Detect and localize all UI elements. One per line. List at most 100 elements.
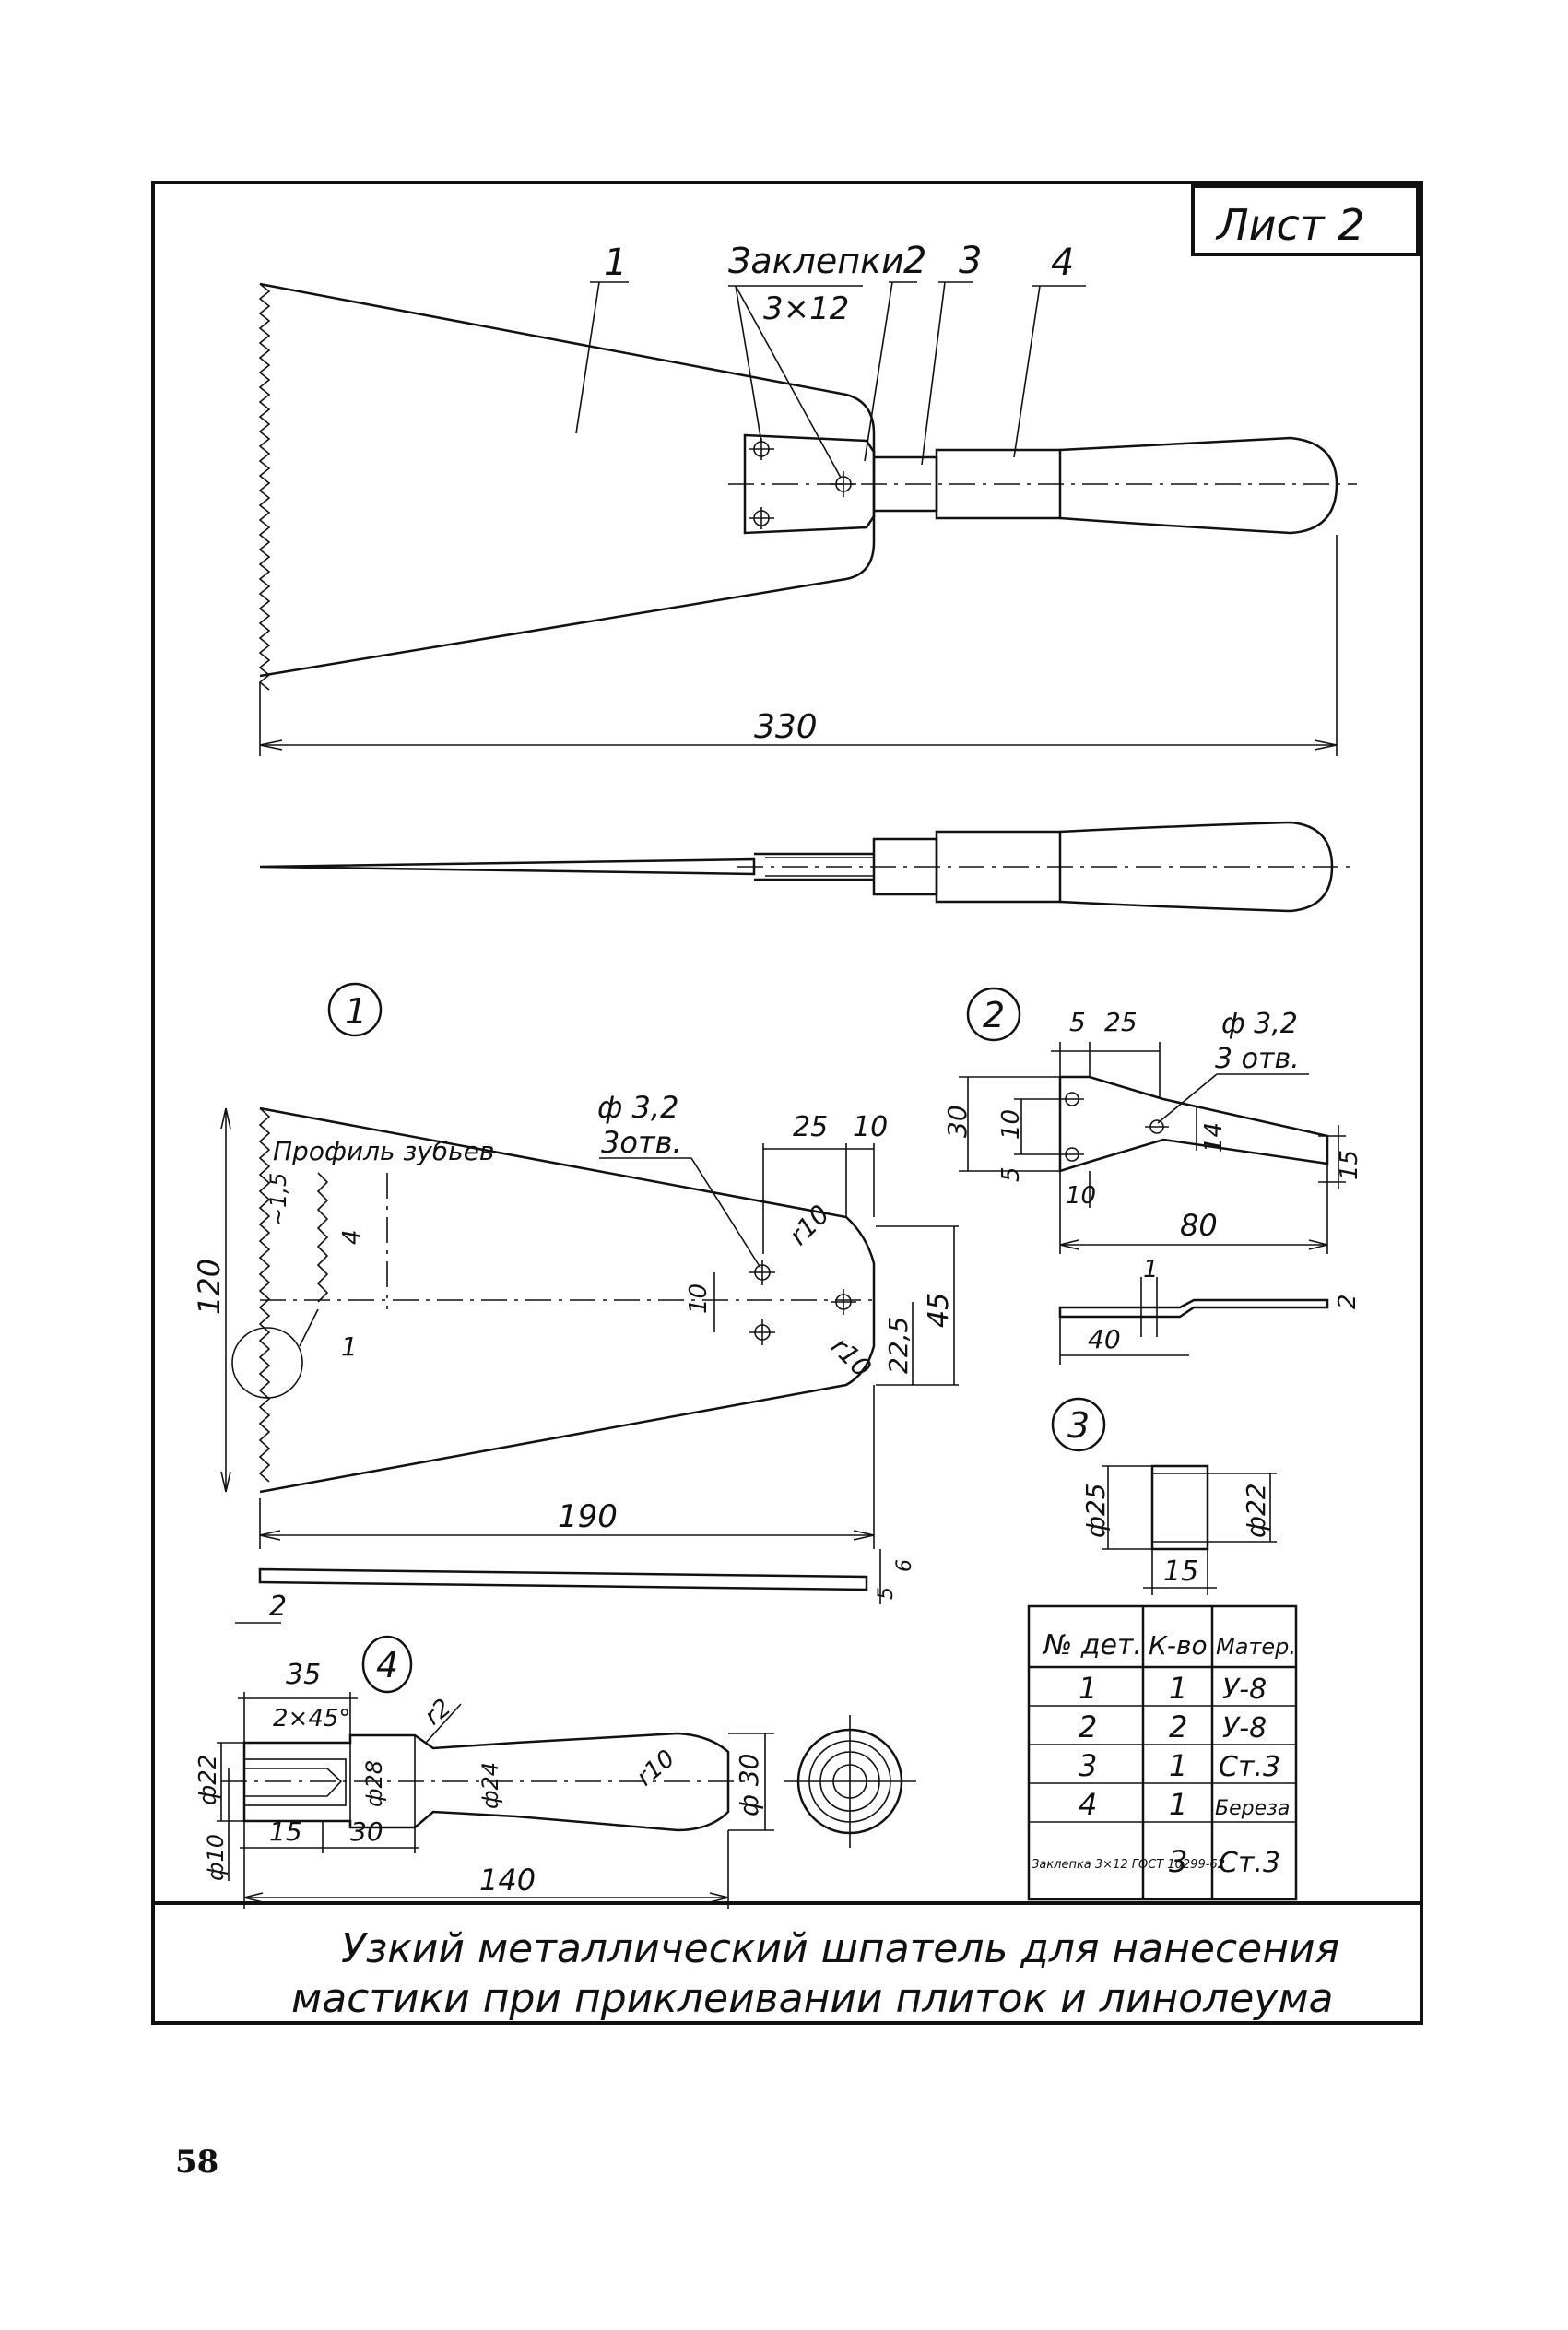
d1-r10b: r10 [825, 1331, 878, 1384]
d4-dim-140: 140 [479, 1863, 536, 1898]
detail-4: 4 35 2×45° r2 ф22 ф10 ф28 ф24 r [195, 1635, 916, 1909]
table-cell: 1 [1079, 1671, 1097, 1706]
table-cell: Ст.3 [1219, 1847, 1280, 1879]
dim-t1_5: ~1,5 [265, 1173, 291, 1226]
d2-dim-80: 80 [1180, 1208, 1218, 1243]
detail-1-number: 1 [345, 991, 367, 1032]
callout-2: 2 [903, 240, 926, 282]
d4-dim-30: 30 [350, 1816, 383, 1847]
callout-1: 1 [604, 242, 627, 284]
table-cell: 4 [1079, 1787, 1097, 1822]
detail-3-number: 3 [1067, 1405, 1090, 1446]
page-number: 58 [175, 2144, 218, 2181]
d2-dim-2: 2 [1334, 1294, 1362, 1309]
d2-hole-label: ф 3,2 [1221, 1008, 1298, 1040]
dim-t1: 1 [341, 1331, 358, 1362]
d3-od: ф25 [1080, 1483, 1111, 1538]
d1-dim-10v: 10 [685, 1283, 713, 1314]
sheet-frame [151, 181, 1423, 2025]
table-header-mat: Матер. [1216, 1634, 1296, 1660]
drawing-title-line2: мастики при приклеивании плиток и линоле… [291, 1975, 1334, 2022]
d1-dim-10: 10 [853, 1111, 888, 1143]
detail-2: 2 ф 3,2 3 отв. 5 25 30 10 5 14 15 10 [942, 987, 1363, 1365]
table-cell: 1 [1169, 1787, 1187, 1822]
d4-r10: r10 [631, 1745, 680, 1792]
d1-hole-count: 3отв. [601, 1125, 682, 1160]
d2-dim-5v: 5 [997, 1166, 1025, 1182]
detail-1-marker [327, 982, 383, 1037]
detail-1-outline [259, 1106, 876, 1494]
table-cell: 1 [1169, 1748, 1187, 1783]
detail-4-end-view [784, 1715, 916, 1848]
table-cell: У-8 [1222, 1712, 1267, 1745]
table-cell: У-8 [1222, 1674, 1267, 1706]
detail-2-outline [1058, 1075, 1329, 1173]
d1-dim-6: 6 [893, 1559, 916, 1572]
detail-3: 3 ф25 ф22 15 [1051, 1397, 1277, 1595]
d1-dim-25: 25 [793, 1111, 828, 1143]
rivets-label: Заклепки [728, 241, 904, 281]
d4-dim-35: 35 [286, 1659, 321, 1691]
callout-4: 4 [1051, 242, 1074, 284]
sheet-label: Лист 2 [1215, 200, 1364, 250]
d2-dim-10: 10 [997, 1109, 1025, 1140]
d4-d24: ф24 [477, 1762, 503, 1809]
d1-dim-190: 190 [558, 1498, 618, 1535]
d1-hole-label: ф 3,2 [597, 1090, 678, 1125]
table-header-part: № дет. [1042, 1629, 1142, 1662]
detail-2-marker [966, 987, 1021, 1042]
table-cell: 3 [1169, 1844, 1187, 1879]
d3-id: ф22 [1241, 1483, 1271, 1538]
d1-dim-22_5: 22,5 [883, 1317, 914, 1374]
d1-dim-5: 5 [875, 1587, 898, 1600]
d2-dim-10b: 10 [1066, 1182, 1096, 1210]
detail-1: 1 Профиль зубьев ~1,5 4 1 ф 3,2 3отв. 12… [192, 982, 959, 1624]
dim-t4: 4 [338, 1229, 366, 1245]
d4-r2: r2 [419, 1694, 456, 1731]
d2-dim-40: 40 [1088, 1324, 1121, 1354]
d4-chamfer: 2×45° [273, 1705, 350, 1733]
d2-dim-25: 25 [1104, 1007, 1138, 1037]
d2-dim-15: 15 [1336, 1150, 1363, 1180]
serrated-edge [258, 283, 271, 691]
d3-len: 15 [1163, 1555, 1198, 1588]
d4-d30: ф 30 [734, 1754, 764, 1816]
d2-dim-14: 14 [1200, 1122, 1228, 1153]
detail-3-marker [1051, 1397, 1106, 1452]
rivet-holes [749, 438, 856, 529]
d1-dim-120: 120 [192, 1259, 227, 1315]
side-view [259, 821, 1355, 913]
d4-d28: ф28 [361, 1760, 387, 1807]
rivets-size: 3×12 [763, 290, 849, 327]
detail-4-outline [242, 1732, 730, 1832]
detail-2-number: 2 [983, 995, 1005, 1035]
main-view: 330 1 Заклепки 3×12 2 3 4 [258, 240, 1357, 756]
sheet-label-box: Лист 2 [1191, 184, 1420, 256]
d4-id10: ф10 [203, 1834, 229, 1881]
table-cell: Заклепка 3×12 ГОСТ 10299-62 [1032, 1858, 1225, 1872]
table-header-qty: К-во [1149, 1630, 1208, 1661]
blade-outline [259, 282, 876, 678]
drawing-title-line1: Узкий металлический шпатель для нанесени… [341, 1925, 1339, 1972]
d2-dim-5: 5 [1069, 1007, 1086, 1037]
d4-od22: ф22 [195, 1755, 222, 1805]
table-cell: 2 [1079, 1709, 1097, 1745]
handle [1059, 436, 1338, 535]
d2-hole-count: 3 отв. [1215, 1043, 1300, 1075]
table-cell: Ст.3 [1219, 1751, 1280, 1783]
dim-330: 330 [754, 708, 818, 746]
table-cell: Береза [1215, 1797, 1290, 1820]
d1-dim-45: 45 [923, 1293, 955, 1328]
callout-3: 3 [959, 240, 982, 282]
detail-4-number: 4 [376, 1645, 398, 1685]
d2-dim-30: 30 [942, 1105, 973, 1138]
teeth-profile-label: Профиль зубьев [273, 1136, 494, 1166]
parts-table: № дет. К-во Матер. 1 1 У-8 2 2 У-8 3 1 С… [1027, 1604, 1298, 1901]
table-cell: 3 [1079, 1748, 1097, 1783]
shank-plate [743, 433, 876, 535]
d2-dim-1: 1 [1143, 1256, 1159, 1283]
detail-4-marker [361, 1635, 413, 1694]
table-cell: 1 [1169, 1671, 1187, 1706]
d1-thk-2: 2 [269, 1591, 287, 1623]
